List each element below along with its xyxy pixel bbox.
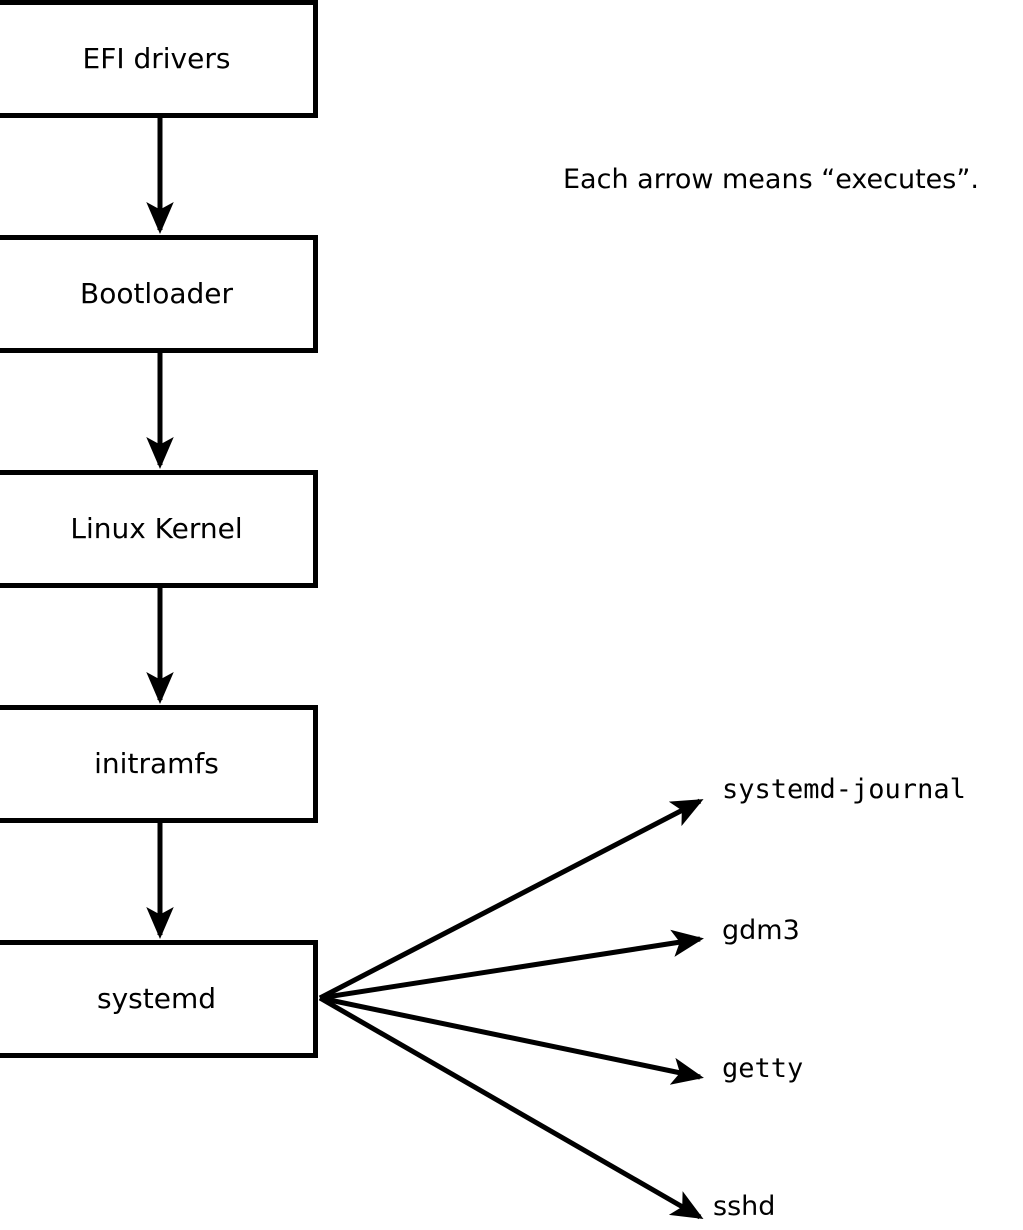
stage-label-initramfs: initramfs (94, 747, 219, 780)
service-label-systemd-journal[interactable]: systemd-journal (722, 774, 966, 805)
stage-box-initramfs[interactable]: initramfs (0, 705, 318, 823)
service-label-gdm3[interactable]: gdm3 (722, 915, 800, 946)
stage-box-systemd[interactable]: systemd (0, 940, 318, 1058)
service-arrow-0 (318, 798, 704, 1001)
service-label-sshd[interactable]: sshd (713, 1191, 776, 1222)
diagram-caption: Each arrow means “executes”. (563, 164, 979, 195)
service-fanout-arrow-group (318, 798, 704, 1220)
stage-box-bootloader[interactable]: Bootloader (0, 235, 318, 353)
service-arrow-1 (319, 929, 704, 1001)
service-label-getty[interactable]: getty (722, 1053, 804, 1084)
stage-label-bootloader: Bootloader (79, 277, 234, 310)
service-arrow-3 (318, 995, 704, 1220)
stage-box-efi-drivers[interactable]: EFI drivers (0, 0, 318, 118)
stage-box-linux-kernel[interactable]: Linux Kernel (0, 470, 318, 588)
stage-label-linux-kernel: Linux Kernel (70, 512, 243, 545)
stage-label-systemd: systemd (97, 982, 216, 1015)
stage-label-efi-drivers: EFI drivers (82, 42, 231, 75)
service-arrow-2 (319, 995, 704, 1085)
